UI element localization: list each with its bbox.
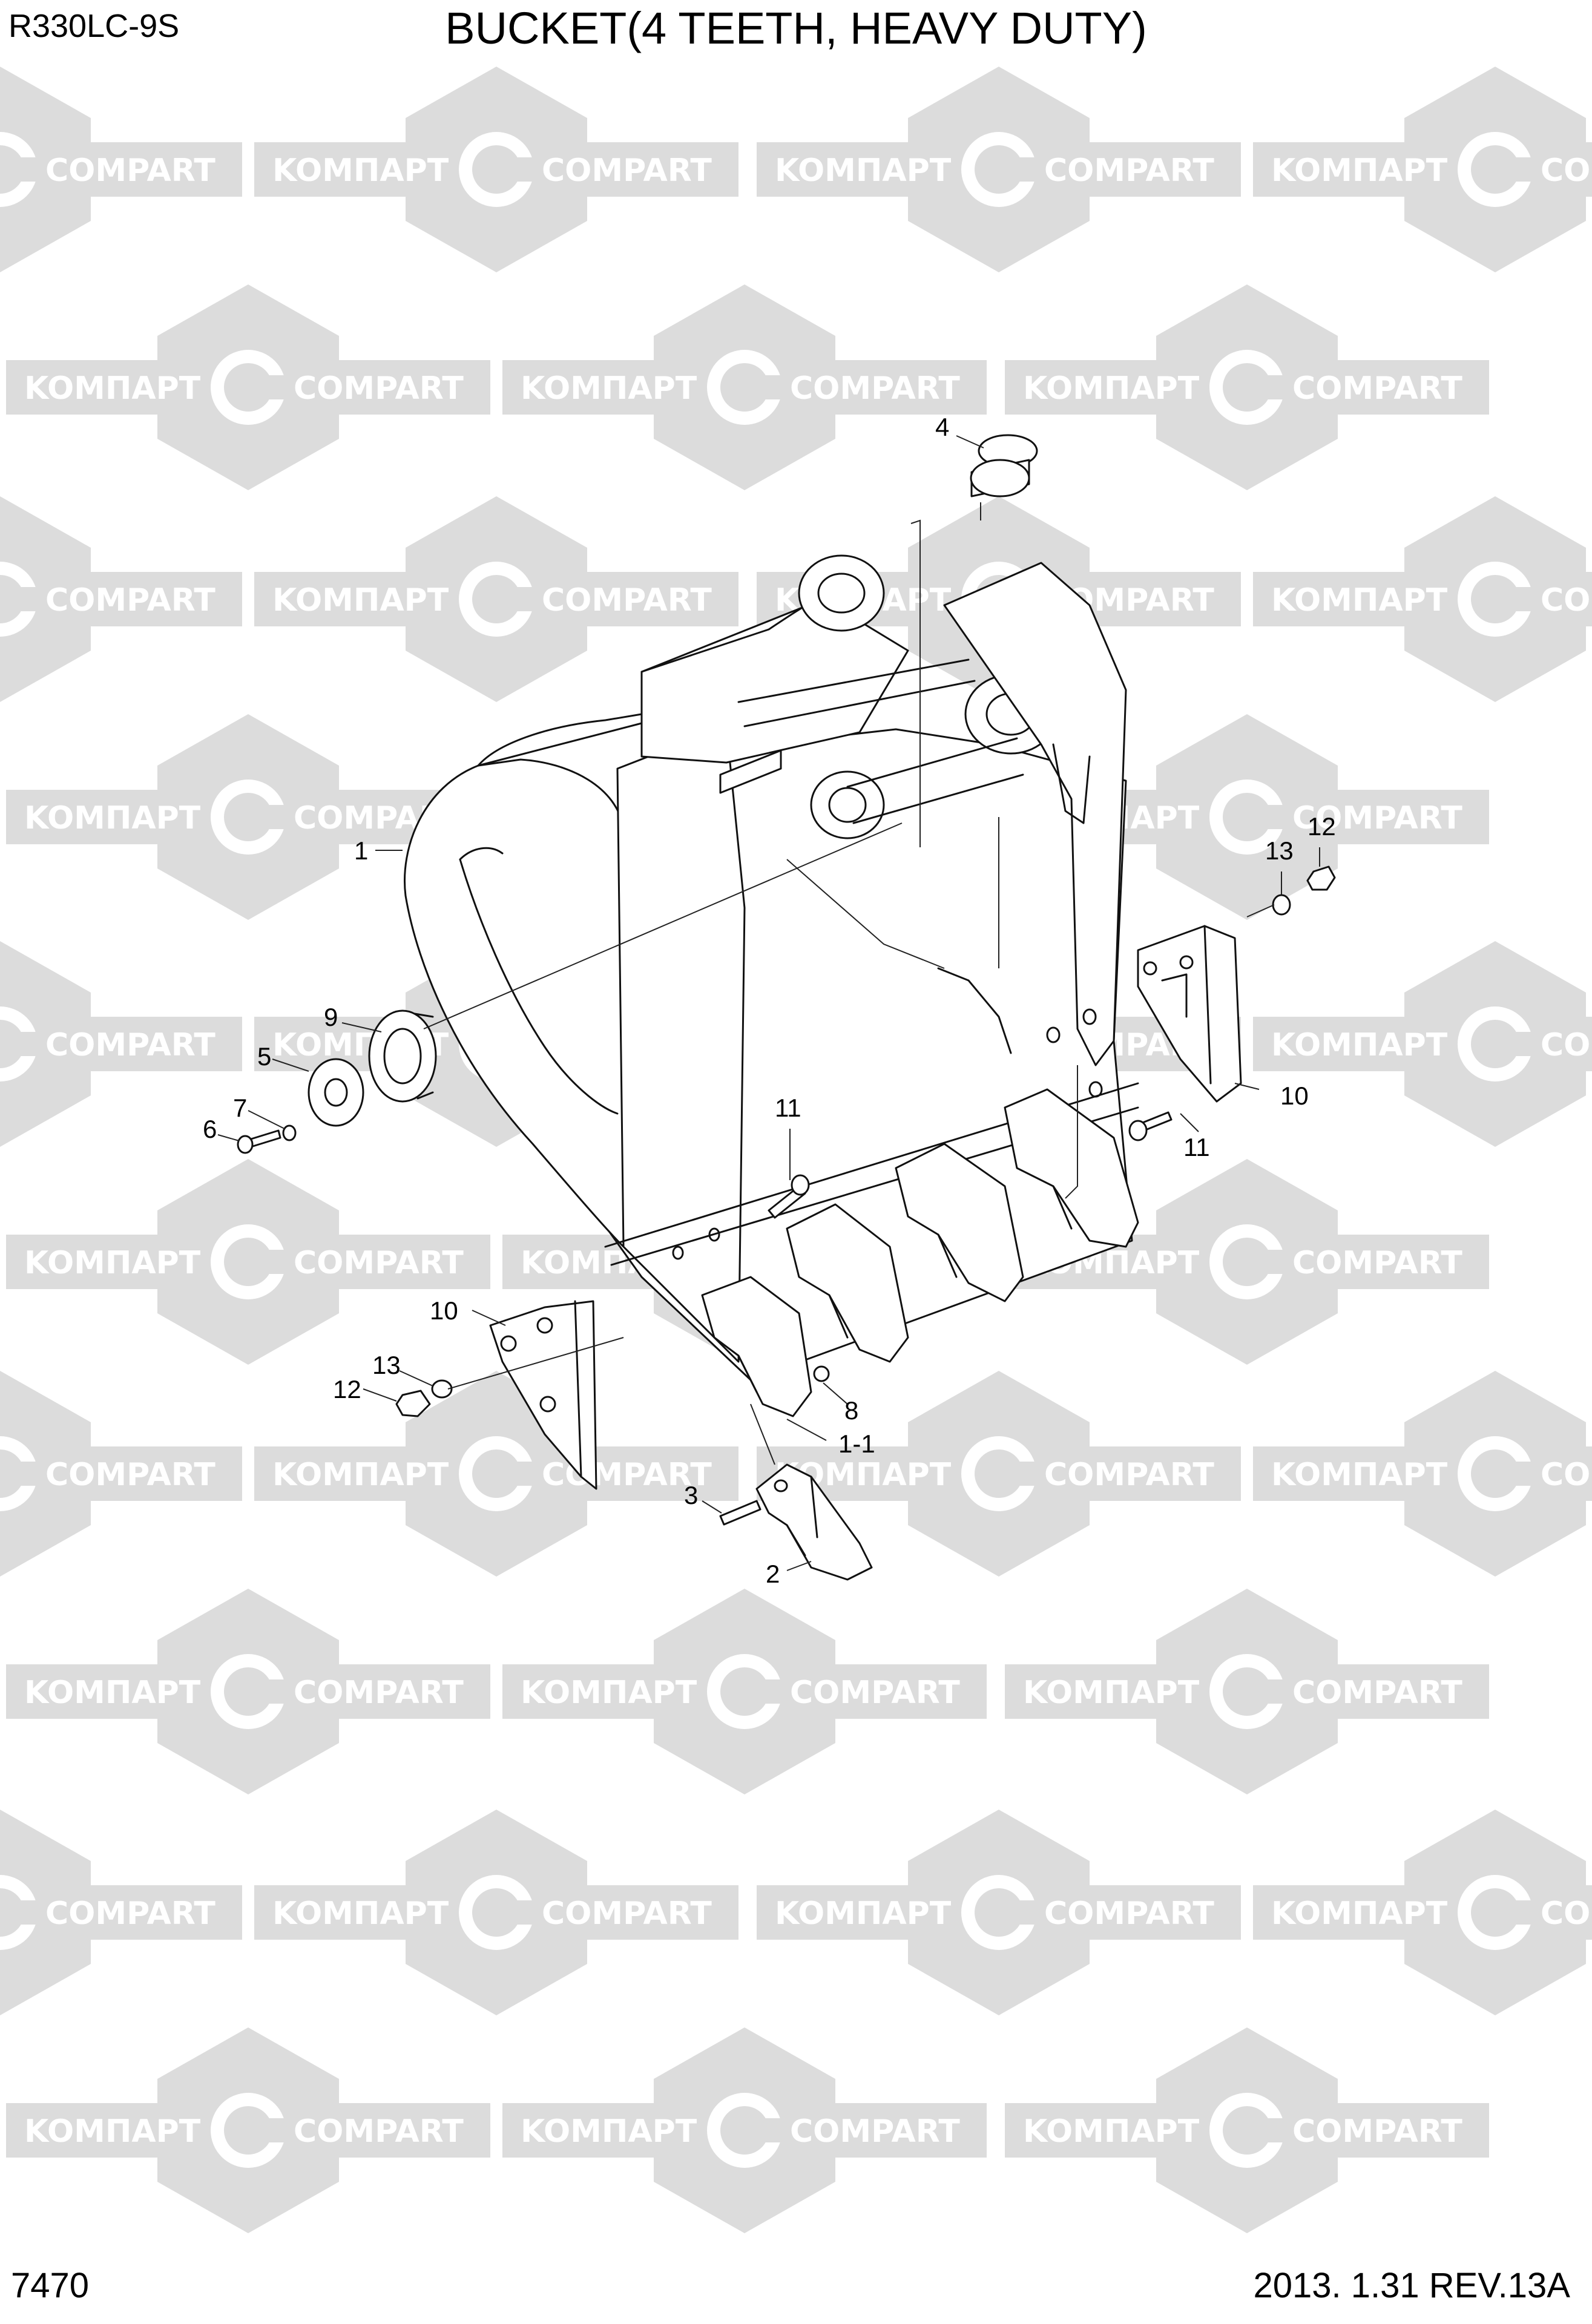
callout-1-1: 1-1 (838, 1430, 875, 1458)
watermark-text-left: KOMПАРТ (1023, 370, 1200, 407)
side-cutter-left (489, 1300, 597, 1490)
watermark-text-left: KOMПАРТ (272, 1896, 449, 1932)
watermark-text-right: COMPART (294, 370, 464, 407)
watermark-text-left: KOMПАРТ (521, 2113, 697, 2150)
watermark-text-left: KOMПАРТ (1023, 1675, 1200, 1711)
bucket-teeth (701, 1088, 1139, 1581)
watermark-text-left: KOMПАРТ (272, 1457, 449, 1493)
watermark-text-right: COMPART (45, 153, 215, 189)
callouts: 4 1 12 13 9 5 7 6 11 11 10 10 13 12 8 1-… (203, 413, 1336, 1588)
watermark-text-right: COMPART (1541, 1457, 1592, 1493)
watermark-text-right: COMPART (294, 2113, 464, 2150)
watermark-text-right: COMPART (1044, 153, 1214, 189)
watermark-text-right: COMPART (294, 1675, 464, 1711)
page-title: BUCKET(4 TEETH, HEAVY DUTY) (445, 3, 1147, 53)
watermark-text-left: KOMПАРТ (24, 1675, 201, 1711)
watermark-text-left: KOMПАРТ (1271, 1896, 1448, 1932)
callout-9: 9 (324, 1003, 338, 1031)
callout-3: 3 (684, 1481, 698, 1509)
callout-11-left: 11 (775, 1094, 801, 1122)
side-cutter-right (1137, 925, 1242, 1103)
watermark-text-left: KOMПАРТ (272, 153, 449, 189)
bushing-part-4 (970, 434, 1038, 497)
watermark-text-left: KOMПАРТ (272, 582, 449, 619)
nut-part-12-right (1306, 865, 1336, 891)
page-number: 7470 (11, 2266, 90, 2305)
watermark-text-right: COMPART (542, 582, 712, 619)
callout-5: 5 (257, 1042, 271, 1071)
watermark-text-left: KOMПАРТ (1023, 2113, 1200, 2150)
callout-12-right: 12 (1307, 812, 1336, 841)
watermark-text-right: COMPART (1292, 370, 1462, 407)
callout-7: 7 (233, 1094, 247, 1122)
watermark-text-right: COMPART (45, 1896, 215, 1932)
watermark-text-right: COMPART (1292, 800, 1462, 836)
callout-12-left: 12 (333, 1375, 361, 1403)
washer-part-8 (813, 1365, 830, 1382)
bolt-part-11-right (1128, 1111, 1173, 1141)
callout-6: 6 (203, 1115, 217, 1143)
watermark-text-right: COMPART (1044, 1896, 1214, 1932)
watermark-text-right: COMPART (1292, 1245, 1462, 1281)
callout-8: 8 (844, 1396, 858, 1425)
watermark-text-right: COMPART (1541, 1027, 1592, 1063)
model-code: R330LC-9S (8, 8, 180, 44)
watermark-text-right: COMPART (1541, 582, 1592, 619)
callout-2: 2 (766, 1560, 780, 1588)
watermark-text-right: COMPART (1044, 1457, 1214, 1493)
callout-11-right: 11 (1183, 1133, 1210, 1161)
shim-part-9 (368, 1009, 437, 1103)
washer-part-13-right (1272, 894, 1291, 916)
washer-part-13-left (431, 1379, 453, 1399)
watermark-text-right: COMPART (542, 1896, 712, 1932)
bolt-part-6 (237, 1129, 281, 1154)
callout-13-left: 13 (372, 1351, 401, 1379)
watermark-text-right: COMPART (45, 1457, 215, 1493)
watermark-text-left: KOMПАРТ (24, 2113, 201, 2150)
callout-4: 4 (935, 413, 949, 441)
watermark-text-left: KOMПАРТ (775, 1896, 952, 1932)
leader-lines (217, 435, 1320, 1571)
watermark-text-left: KOMПАРТ (24, 370, 201, 407)
bolt-part-11-left (768, 1174, 810, 1219)
revision-date: 2013. 1.31 REV.13A (1253, 2266, 1570, 2305)
callout-1: 1 (354, 836, 368, 865)
watermark-text-right: COMPART (1541, 1896, 1592, 1932)
watermark-text-left: KOMПАРТ (1271, 1457, 1448, 1493)
callout-13-right: 13 (1265, 836, 1294, 865)
watermark-layer: KOMПАРТ COMPART KOMПАРТ COMPART KOMПАРТ COMPA… (0, 67, 1592, 2233)
watermark-text-left: KOMПАРТ (1271, 1027, 1448, 1063)
watermark-text-right: COMPART (790, 1675, 960, 1711)
watermark-text-right: COMPART (294, 1245, 464, 1281)
watermark-text-left: KOMПАРТ (1271, 153, 1448, 189)
callout-10-left: 10 (430, 1296, 458, 1325)
watermark-text-left: KOMПАРТ (1271, 582, 1448, 619)
watermark-text-left: KOMПАРТ (521, 370, 697, 407)
watermark-text-left: KOMПАРТ (775, 153, 952, 189)
watermark-text-right: COMPART (790, 2113, 960, 2150)
callout-10-right: 10 (1280, 1082, 1309, 1110)
watermark-text-right: COMPART (542, 153, 712, 189)
watermark-text-left: KOMПАРТ (24, 1245, 201, 1281)
nut-part-12-left (395, 1390, 431, 1417)
watermark-text-right: COMPART (45, 1027, 215, 1063)
watermark-text-right: COMPART (1292, 1675, 1462, 1711)
watermark-text-right: COMPART (1541, 153, 1592, 189)
plate-part-5 (308, 1058, 364, 1127)
washer-part-7 (282, 1124, 297, 1141)
watermark-text-left: KOMПАРТ (521, 1675, 697, 1711)
watermark-text-left: KOMПАРТ (24, 800, 201, 836)
watermark-text-right: COMPART (45, 582, 215, 619)
watermark-text-right: COMPART (790, 370, 960, 407)
watermark-text-right: COMPART (1292, 2113, 1462, 2150)
